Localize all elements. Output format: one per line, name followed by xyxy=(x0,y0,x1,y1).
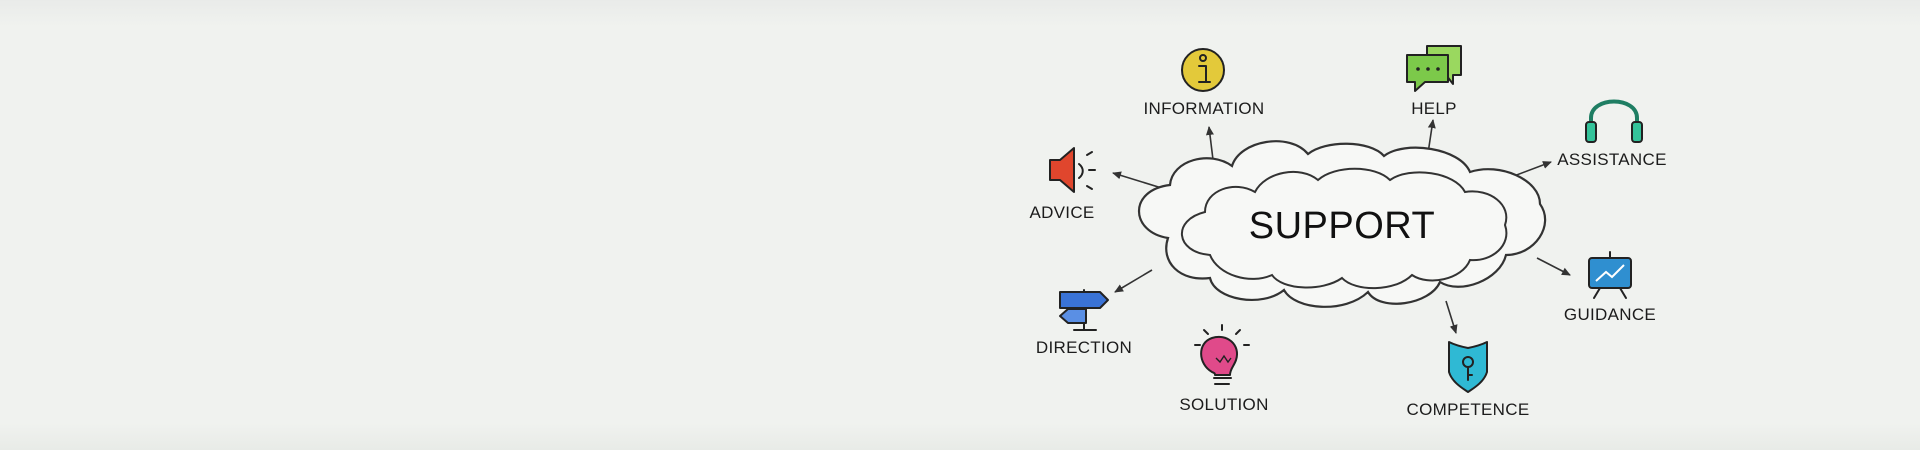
center-label: SUPPORT xyxy=(1249,205,1436,247)
node-information: INFORMATION xyxy=(1143,48,1264,118)
node-label-direction: DIRECTION xyxy=(1036,338,1132,357)
node-label-assistance: ASSISTANCE xyxy=(1557,150,1666,169)
node-label-help: HELP xyxy=(1411,99,1457,118)
speech-bubbles-icon xyxy=(1406,45,1462,92)
arrow-direction xyxy=(1114,269,1153,293)
node-solution: SOLUTION xyxy=(1179,324,1268,414)
node-label-competence: COMPETENCE xyxy=(1407,400,1530,419)
node-direction: DIRECTION xyxy=(1036,289,1132,357)
arrow-guidance xyxy=(1536,257,1571,276)
headphones-icon xyxy=(1585,99,1643,143)
node-help: HELP xyxy=(1406,45,1462,118)
node-label-guidance: GUIDANCE xyxy=(1564,305,1656,324)
node-label-information: INFORMATION xyxy=(1143,99,1264,118)
lightbulb-icon xyxy=(1194,324,1250,385)
megaphone-icon xyxy=(1049,147,1096,193)
node-assistance: ASSISTANCE xyxy=(1557,99,1666,169)
node-competence: COMPETENCE xyxy=(1407,341,1530,419)
support-cloud: SUPPORT xyxy=(1137,140,1547,308)
signpost-icon xyxy=(1059,289,1109,331)
node-label-solution: SOLUTION xyxy=(1179,395,1268,414)
shield-key-icon xyxy=(1448,341,1488,393)
node-guidance: GUIDANCE xyxy=(1564,251,1656,324)
node-label-advice: ADVICE xyxy=(1029,203,1094,222)
info-icon xyxy=(1181,48,1225,92)
node-advice: ADVICE xyxy=(1029,147,1096,222)
presentation-board-icon xyxy=(1588,251,1632,299)
arrow-competence xyxy=(1445,300,1458,334)
